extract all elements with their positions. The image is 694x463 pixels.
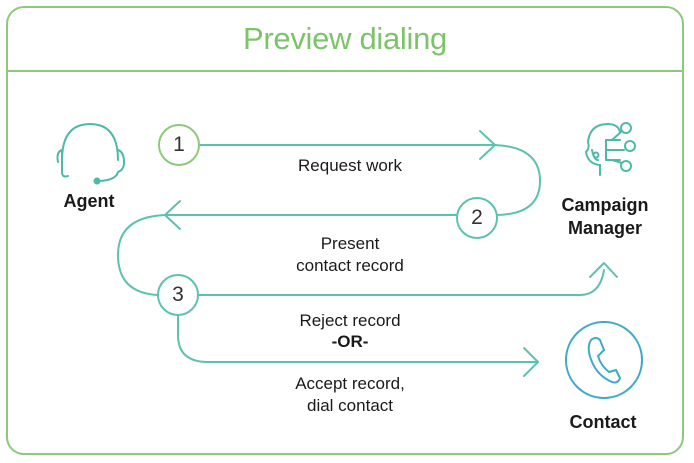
flow-reject-record	[117, 214, 618, 296]
contact-label: Contact	[569, 412, 637, 432]
campaign-manager-icon	[584, 122, 636, 176]
present-label-line2: contact record	[296, 256, 404, 275]
present-label-line1: Present	[320, 234, 380, 253]
diagram-title: Preview dialing	[243, 21, 447, 56]
phone-icon	[565, 321, 643, 399]
step-circle-2	[456, 197, 498, 239]
step-number-1: 1	[173, 133, 185, 156]
request-work-label: Request work	[298, 156, 402, 175]
diagram-frame	[6, 6, 684, 455]
campaign-manager-label-line2: Manager	[567, 218, 643, 238]
campaign-manager-label-line1: Campaign	[561, 195, 649, 215]
agent-label: Agent	[63, 191, 115, 211]
reject-label: Reject record	[299, 311, 401, 330]
headset-icon	[56, 122, 126, 185]
accept-label-line2: dial contact	[307, 396, 393, 415]
or-label: -OR-	[331, 332, 369, 351]
step-number-2: 2	[471, 206, 483, 229]
flow-dial-contact	[177, 313, 539, 377]
step-number-3: 3	[172, 283, 184, 306]
title-bar: Preview dialing	[8, 8, 682, 72]
step-circle-1	[158, 124, 200, 166]
step-circle-3	[157, 274, 199, 316]
accept-label-line1: Accept record,	[295, 374, 405, 393]
